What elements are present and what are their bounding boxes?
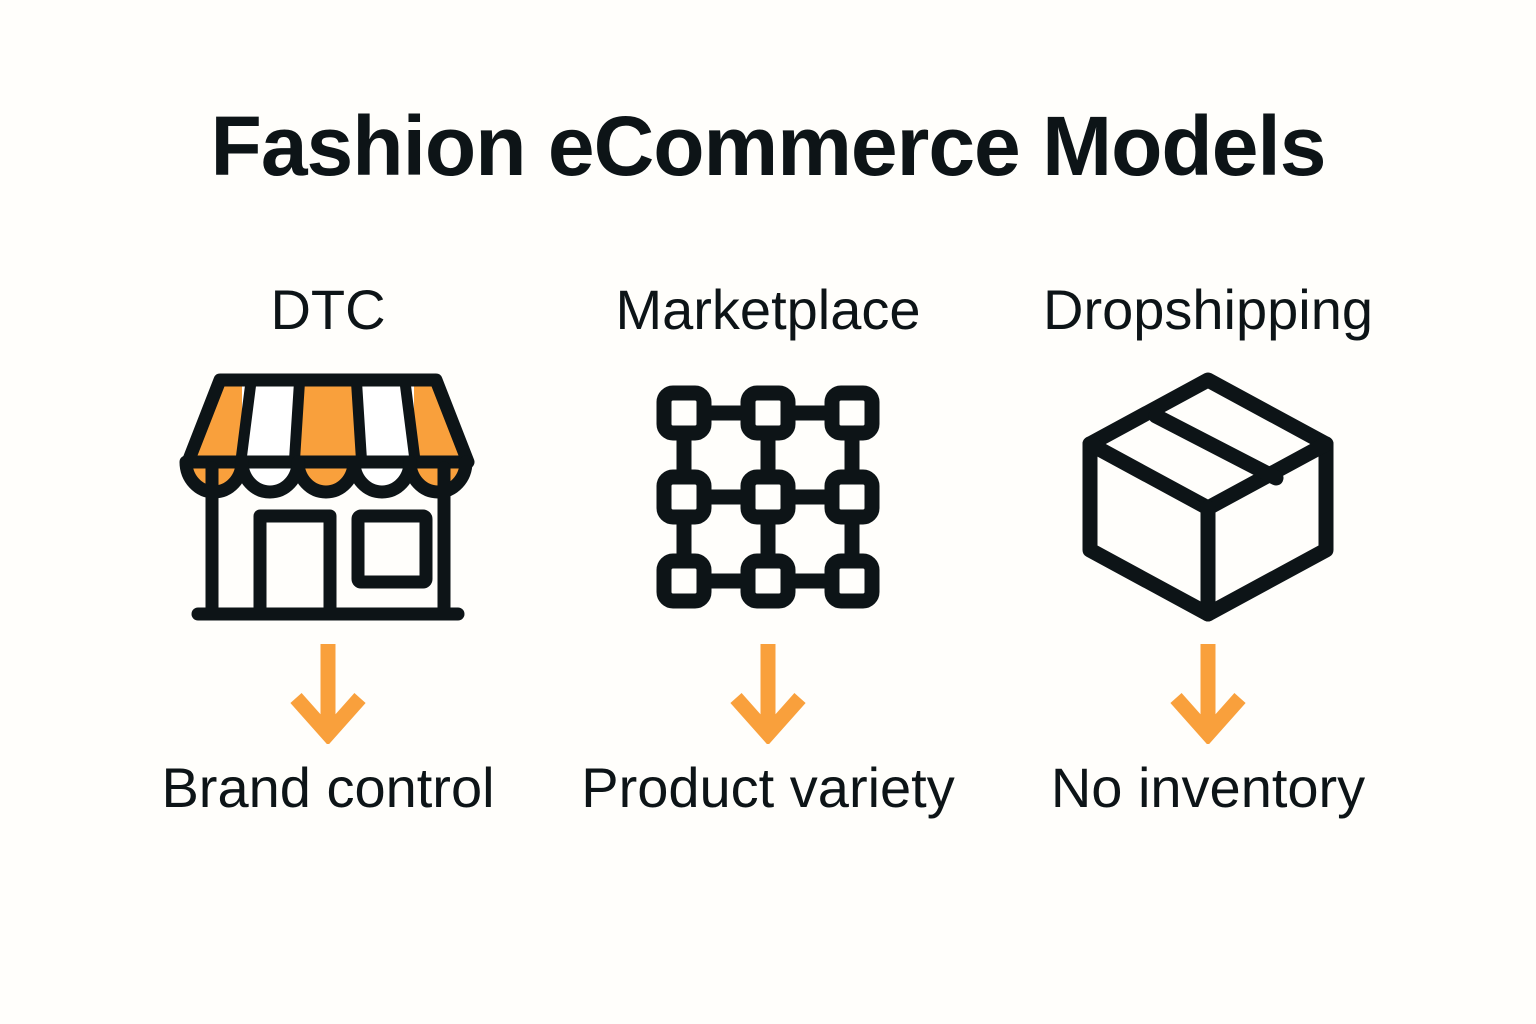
down-arrow-icon-dropshipping [1168,632,1248,752]
grid-network-icon [548,362,988,632]
outcome-label-dropshipping: No inventory [1050,756,1366,819]
models-columns: DTC [0,280,1536,920]
model-column-dtc: DTC [108,280,548,820]
column-heading-marketplace: Marketplace [615,278,921,341]
model-column-dropshipping: Dropshipping [988,280,1428,820]
package-box-icon [988,362,1428,632]
down-arrow-icon-dtc [288,632,368,752]
column-heading-dtc: DTC [270,278,386,341]
column-heading-dropshipping: Dropshipping [1043,278,1373,341]
page-title: Fashion eCommerce Models [210,99,1327,193]
outcome-label-dtc: Brand control [161,756,495,819]
outcome-label-marketplace: Product variety [581,756,955,819]
model-column-marketplace: Marketplace [548,280,988,820]
down-arrow-icon-marketplace [728,632,808,752]
storefront-icon [108,362,548,632]
